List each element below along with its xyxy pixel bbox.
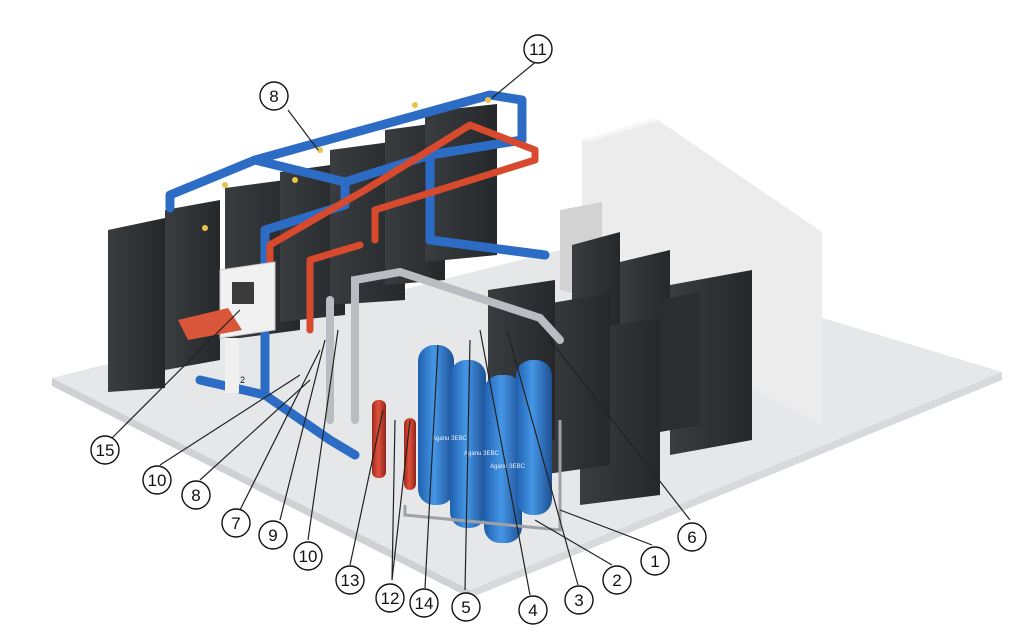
callout-c12: 12 bbox=[375, 583, 405, 613]
svg-text:8: 8 bbox=[269, 87, 278, 106]
callout-c4: 4 bbox=[518, 595, 548, 625]
svg-text:10: 10 bbox=[299, 547, 318, 566]
svg-text:13: 13 bbox=[341, 571, 360, 590]
callout-c13: 13 bbox=[335, 565, 365, 595]
leader-lines bbox=[111, 59, 691, 596]
svg-text:10: 10 bbox=[148, 471, 167, 490]
svg-text:6: 6 bbox=[687, 528, 696, 547]
red-distribution-pipe bbox=[266, 121, 539, 334]
svg-text:4: 4 bbox=[528, 601, 537, 620]
callout-c10a: 10 bbox=[142, 465, 172, 495]
cylinder-rack bbox=[403, 420, 562, 532]
cylinder-label: Aganu ЗЕВС bbox=[432, 436, 467, 442]
callout-c8b: 8 bbox=[181, 480, 211, 510]
callout-c8top: 8 bbox=[259, 81, 289, 111]
panel-label: 2 bbox=[240, 375, 245, 385]
callout-c7: 7 bbox=[221, 508, 251, 538]
callout-c11: 11 bbox=[523, 34, 553, 64]
svg-text:2: 2 bbox=[612, 571, 621, 590]
svg-text:1: 1 bbox=[650, 552, 659, 571]
svg-text:15: 15 bbox=[96, 441, 115, 460]
pilot-cylinders bbox=[372, 400, 416, 490]
svg-text:5: 5 bbox=[461, 598, 470, 617]
callout-c2: 2 bbox=[602, 565, 632, 595]
callout-c6: 6 bbox=[677, 522, 707, 552]
svg-text:8: 8 bbox=[191, 486, 200, 505]
svg-text:12: 12 bbox=[381, 589, 400, 608]
control-panel: 2 bbox=[178, 261, 276, 393]
distribution-manifold bbox=[326, 267, 564, 424]
sprinkler-nozzles bbox=[202, 97, 491, 231]
callout-c3: 3 bbox=[564, 585, 594, 615]
callout-c14: 14 bbox=[409, 588, 439, 618]
cylinder-label: Aganu ЗЕВС bbox=[490, 464, 525, 470]
alarm-sounder bbox=[178, 308, 242, 340]
svg-text:14: 14 bbox=[415, 594, 434, 613]
callout-c9: 9 bbox=[258, 520, 288, 550]
callout-c15: 15 bbox=[90, 435, 120, 465]
svg-text:9: 9 bbox=[268, 526, 277, 545]
callout-c5: 5 bbox=[451, 592, 481, 622]
cylinder-label: Aganu ЗЕВС bbox=[464, 451, 499, 457]
callout-c10b: 10 bbox=[293, 541, 323, 571]
svg-text:7: 7 bbox=[231, 514, 240, 533]
callout-c1: 1 bbox=[640, 546, 670, 576]
svg-text:3: 3 bbox=[574, 591, 583, 610]
svg-text:11: 11 bbox=[529, 40, 547, 59]
